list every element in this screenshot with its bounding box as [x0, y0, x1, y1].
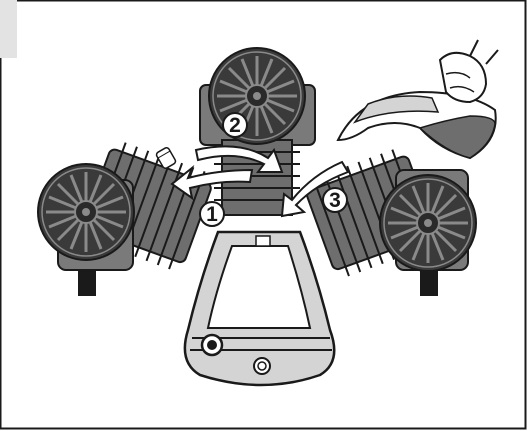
left-fan-icon — [38, 164, 134, 260]
callout-step-3-label: 3 — [329, 189, 341, 212]
callout-step-3: 3 — [323, 188, 347, 212]
corner-tab — [0, 0, 17, 58]
right-fan-icon — [380, 175, 476, 271]
callout-step-2-label: 2 — [229, 114, 241, 137]
callout-step-2: 2 — [223, 113, 247, 137]
callout-step-1: 1 — [200, 202, 224, 226]
callout-step-1-label: 1 — [206, 203, 218, 226]
